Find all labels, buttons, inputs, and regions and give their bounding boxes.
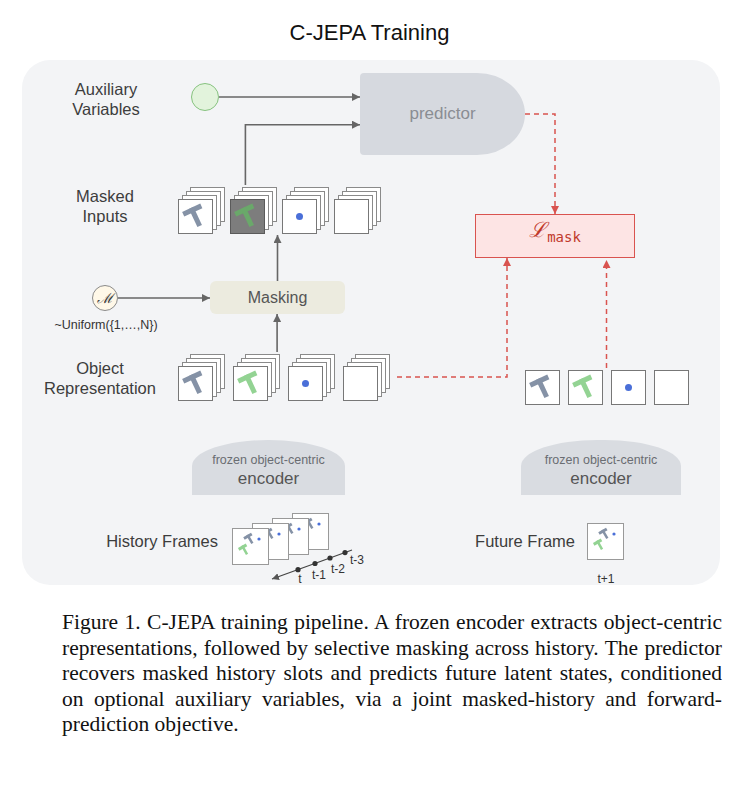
node-text: frozen object-centric xyxy=(545,452,658,468)
node-text: Masked Inputs xyxy=(55,186,155,226)
node-text: Future Frame xyxy=(455,531,575,551)
node-text: Object Representation xyxy=(30,358,170,398)
node-text: History Frames xyxy=(70,531,218,551)
loss-box: ℒmask xyxy=(475,214,635,258)
mask-sampler: ℳ~Uniform({1,…,N}) xyxy=(92,285,118,311)
future-slots xyxy=(612,371,646,405)
slot-stack: Masked Inputs xyxy=(175,185,382,235)
figure-caption: Figure 1. C-JEPA training pipeline. A fr… xyxy=(62,610,722,738)
timeline xyxy=(327,555,332,560)
flow-arrow xyxy=(118,297,210,299)
node-text: Auxiliary Variables xyxy=(41,79,171,119)
node-text: ~Uniform({1,…,N}) xyxy=(36,318,176,333)
masked-slots xyxy=(179,200,213,234)
flow-arrow xyxy=(277,235,279,281)
input-circle: Auxiliary Variables xyxy=(191,83,219,111)
time-label: t+1 xyxy=(581,572,631,586)
object-slots xyxy=(344,367,378,401)
node-text: ℒ xyxy=(529,215,546,243)
encoder-block: frozen object-centricencoder xyxy=(192,440,345,495)
future-loss-line xyxy=(606,260,608,368)
frame-stack: History Frames xyxy=(230,512,330,568)
time-label: t-3 xyxy=(332,553,382,567)
masked-slots xyxy=(335,200,369,234)
slot-stack: Object Representation xyxy=(175,352,397,402)
node-text: mask xyxy=(547,229,581,245)
masked-slots xyxy=(231,200,265,234)
future-slots xyxy=(569,371,603,405)
process-box: Masking xyxy=(210,281,345,314)
future-slots xyxy=(526,371,560,405)
node-text: encoder xyxy=(238,468,299,489)
object-slots xyxy=(179,355,390,401)
object-slots xyxy=(179,367,213,401)
node-text: ℳ xyxy=(97,291,113,305)
history-frames xyxy=(233,514,329,565)
flow-arrow xyxy=(219,96,360,98)
loss-connector xyxy=(525,114,555,214)
future-slots xyxy=(655,371,689,405)
timeline xyxy=(312,561,317,566)
loss-connector xyxy=(397,258,507,377)
node-text: predictor xyxy=(409,104,475,124)
masked-slots xyxy=(283,200,317,234)
future-frame xyxy=(588,524,624,560)
timeline xyxy=(342,550,347,555)
node-text: Masking xyxy=(248,289,308,307)
node-text: encoder xyxy=(570,468,631,489)
history-frames xyxy=(233,529,269,565)
object-slots xyxy=(234,367,268,401)
background-panel xyxy=(22,60,720,585)
future-slots xyxy=(526,371,689,405)
frame-box: Future Frame xyxy=(586,522,626,562)
masked-slots xyxy=(179,188,381,234)
encoder-block: frozen object-centricencoder xyxy=(521,440,681,495)
diagram-title: C-JEPA Training xyxy=(0,20,739,46)
object-slots xyxy=(289,367,323,401)
flow-arrow xyxy=(245,125,360,185)
timeline xyxy=(295,567,300,572)
flow-arrow xyxy=(276,314,278,352)
predictor-block: predictor xyxy=(360,73,525,155)
node-text: frozen object-centric xyxy=(212,452,325,468)
